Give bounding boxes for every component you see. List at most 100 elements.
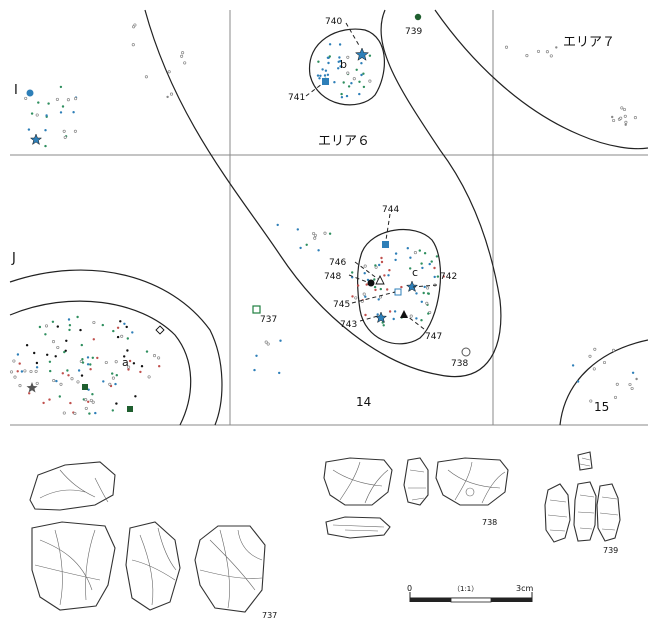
- area6-label: エリア６: [318, 134, 370, 149]
- scatter-dot: [89, 363, 92, 366]
- scatter-dot: [49, 369, 52, 373]
- scatter-dot: [114, 382, 117, 386]
- scatter-dot: [70, 377, 74, 381]
- scatter-dot: [433, 266, 436, 270]
- scatter-dot: [394, 258, 397, 262]
- scatter-dot: [380, 260, 384, 264]
- scatter-dot: [38, 325, 42, 329]
- scatter-dot: [279, 339, 282, 342]
- scatter-dot: [58, 395, 61, 398]
- scatter-dot: [504, 45, 509, 49]
- scatter-dot: [423, 285, 426, 289]
- scatter-dot: [45, 114, 48, 117]
- scatter-dot: [9, 370, 14, 374]
- scatter-dot: [555, 46, 558, 49]
- scatter-dot: [66, 369, 69, 372]
- area6-boundary: [144, 9, 502, 378]
- label-748: 748: [324, 272, 341, 282]
- scatter-dot: [633, 116, 637, 120]
- scatter-dot: [111, 409, 115, 412]
- scatter-dot: [132, 25, 136, 29]
- scatter-dot: [593, 347, 597, 351]
- scatter-dot: [61, 105, 65, 108]
- artifact-742-marker: [405, 280, 419, 293]
- scatter-dot: [623, 114, 627, 118]
- scatter-dot: [624, 123, 627, 126]
- grid-label-14: 14: [356, 395, 371, 409]
- scatter-dot: [158, 365, 161, 368]
- green-square-marker: [82, 384, 88, 390]
- scale-max: 3cm: [516, 584, 533, 593]
- grid-lines: [10, 10, 648, 426]
- blue-circle-marker: [26, 89, 34, 97]
- scatter-dot: [376, 313, 379, 316]
- scatter-dot: [131, 331, 134, 334]
- scatter-dot: [16, 353, 20, 356]
- scatter-dot: [79, 359, 83, 363]
- scatter-dot: [374, 288, 377, 292]
- scatter-dot: [48, 360, 52, 363]
- scatter-dot: [20, 370, 24, 373]
- artifact-741-marker: [322, 78, 329, 85]
- scatter-dot: [363, 264, 367, 268]
- scatter-dot: [96, 356, 99, 360]
- scatter-dot: [377, 298, 380, 301]
- scatter-dot: [589, 399, 593, 403]
- scatter-dot: [147, 375, 151, 379]
- scatter-dot: [382, 324, 385, 327]
- scatter-dot: [426, 292, 430, 295]
- scatter-dot: [111, 376, 115, 380]
- label-742: 742: [440, 272, 457, 282]
- scatter-dot: [183, 61, 187, 65]
- scatter-dot: [386, 288, 389, 291]
- scatter-dot: [413, 251, 417, 255]
- scatter-dot: [144, 75, 148, 79]
- scatter-dot: [44, 144, 47, 148]
- scatter-dot: [12, 359, 16, 363]
- scatter-dot: [373, 285, 377, 289]
- scatter-dot: [611, 348, 616, 352]
- scatter-dot: [80, 374, 84, 377]
- scatter-dot: [108, 382, 112, 386]
- scatter-dot: [576, 380, 580, 383]
- scatter-dot: [169, 92, 174, 96]
- scatter-dot: [620, 106, 624, 110]
- cluster-b-boundary: [309, 28, 385, 106]
- grid-label-i: I: [14, 83, 18, 98]
- scatter-dot: [128, 359, 132, 363]
- scatter-dot: [35, 366, 39, 369]
- scatter-dot: [94, 411, 97, 415]
- scatter-dot: [44, 129, 47, 132]
- scatter-dot: [68, 324, 72, 327]
- scatter-dot: [313, 233, 317, 237]
- scatter-dot: [166, 95, 169, 99]
- scatter-dot: [62, 411, 66, 415]
- artifact-738-marker: [461, 347, 471, 357]
- artifact-739-drawings: 739: [544, 451, 621, 555]
- scatter-dot: [393, 310, 397, 313]
- artifact-738-drawings: 738: [323, 457, 509, 539]
- scatter-dot: [425, 301, 429, 305]
- artifact-748-marker: [367, 279, 375, 287]
- scatter-dot: [92, 338, 96, 341]
- key-artifacts: [26, 13, 471, 412]
- label-746: 746: [329, 258, 346, 268]
- scatter-dot: [35, 381, 39, 385]
- label-745: 745: [333, 300, 350, 310]
- scatter-dot: [374, 264, 377, 267]
- scatter-dot: [276, 223, 279, 227]
- scatter-dot: [350, 82, 353, 85]
- scatter-dot: [628, 382, 632, 387]
- scatter-dot: [63, 350, 66, 354]
- scatter-dot: [351, 276, 354, 279]
- scatter-dot: [358, 80, 361, 84]
- scatter-dot: [115, 402, 118, 405]
- scatter-dot: [86, 363, 90, 366]
- scatter-dot: [23, 369, 27, 373]
- scatter-dot: [312, 231, 316, 236]
- scatter-dot: [132, 362, 136, 365]
- scatter-dot: [409, 267, 412, 270]
- scatter-dot: [181, 51, 185, 55]
- label-740: 740: [325, 17, 342, 27]
- scatter-dot: [92, 320, 96, 325]
